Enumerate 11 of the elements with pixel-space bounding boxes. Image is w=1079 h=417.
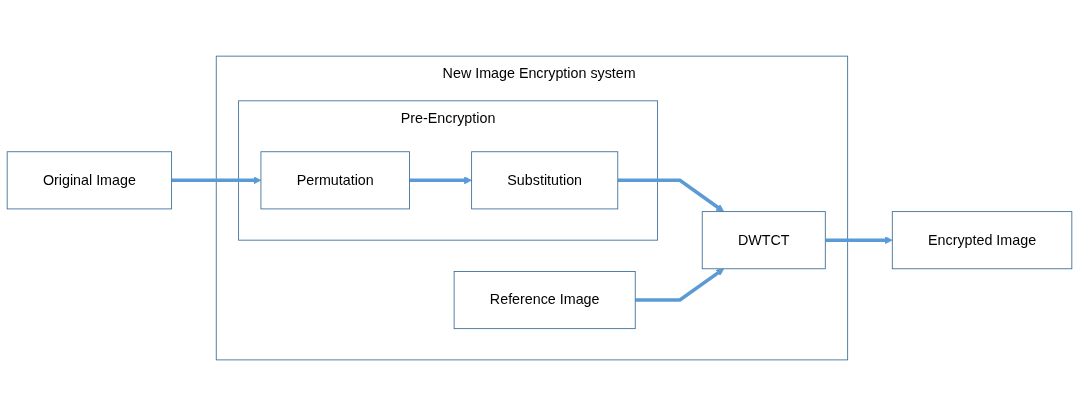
node-box: Original Image (6, 151, 173, 210)
arrow (409, 176, 472, 185)
arrow (617, 179, 725, 213)
node-box: Permutation (260, 151, 410, 210)
node-box: Encrypted Image (891, 211, 1073, 270)
arrow (171, 176, 262, 185)
node-box: Substitution (471, 151, 619, 210)
node-box: DWTCT (701, 211, 826, 270)
node-box: Reference Image (453, 271, 636, 330)
arrow (635, 268, 725, 303)
arrow (825, 236, 893, 245)
